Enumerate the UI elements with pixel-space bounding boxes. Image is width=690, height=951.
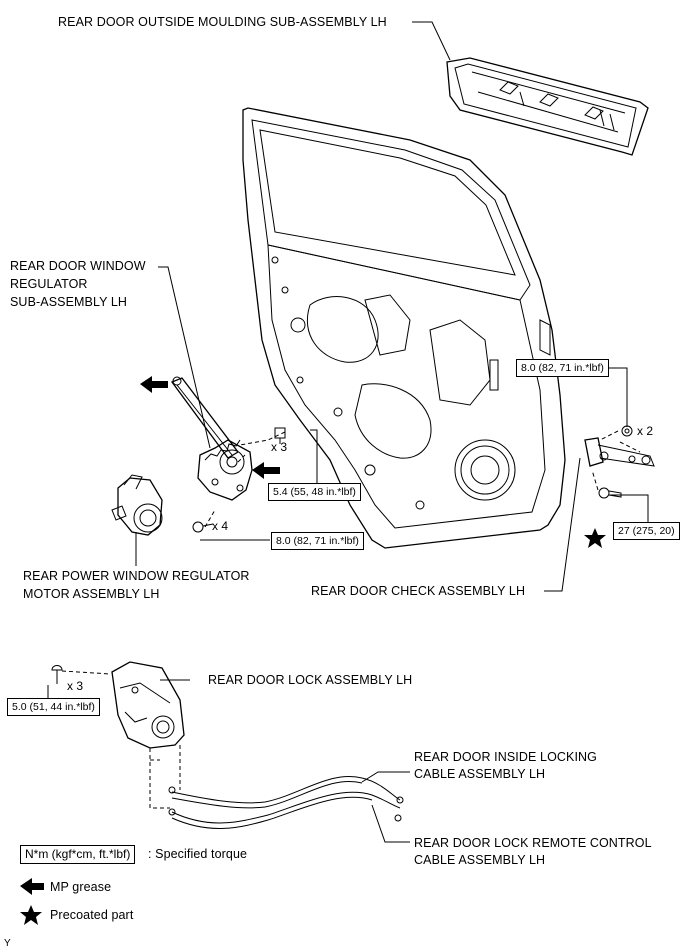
mp-grease-arrow-regulator (140, 376, 168, 393)
qty-motor-bolt: x 4 (212, 519, 229, 533)
qty-lock-screw: x 3 (67, 679, 84, 693)
precoated-star-icon (584, 528, 606, 548)
remote-cable-label-line2: CABLE ASSEMBLY LH (414, 853, 546, 867)
regulator-bolt (274, 427, 286, 444)
outside-moulding-part (446, 57, 649, 156)
door-check-label: REAR DOOR CHECK ASSEMBLY LH (311, 584, 526, 598)
legend-torque-box: N*m (kgf*cm, ft.*lbf) (20, 845, 136, 864)
precoated-legend-star-icon (20, 905, 42, 925)
door-lock-part (111, 661, 185, 749)
door-lock-label: REAR DOOR LOCK ASSEMBLY LH (208, 673, 413, 687)
torque-box-check-bolt: 27 (275, 20) (613, 522, 680, 540)
torque-box-motor-bolt: 8.0 (82, 71 in.*lbf) (271, 532, 364, 550)
window-motor-part (111, 474, 163, 536)
regulator-label-line3: SUB-ASSEMBLY LH (10, 295, 128, 309)
torque-box-lock-screw: 5.0 (51, 44 in.*lbf) (7, 698, 100, 716)
check-nut (621, 425, 633, 437)
mp-grease-arrow-regulator-gear (252, 462, 280, 479)
torque-box-check-nut: 8.0 (82, 71 in.*lbf) (516, 359, 609, 377)
regulator-label-line2: REGULATOR (10, 277, 88, 291)
qty-regulator-bolt: x 3 (271, 440, 288, 454)
motor-label-line1: REAR POWER WINDOW REGULATOR (23, 569, 250, 583)
remote-cable-label-line1: REAR DOOR LOCK REMOTE CONTROL (414, 836, 652, 850)
door-check-part (584, 437, 655, 467)
legend-precoat-text: Precoated part (50, 908, 134, 922)
lock-screw (51, 665, 63, 684)
regulator-label-line1: REAR DOOR WINDOW (10, 259, 146, 273)
motor-bolt (192, 521, 214, 533)
legend-grease-text: MP grease (50, 880, 112, 894)
locking-cable-label-line2: CABLE ASSEMBLY LH (414, 767, 546, 781)
outside-moulding-label: REAR DOOR OUTSIDE MOULDING SUB-ASSEMBLY … (58, 15, 387, 29)
mp-grease-legend-icon (20, 878, 44, 895)
torque-box-regulator-bolt: 5.4 (55, 48 in.*lbf) (268, 483, 361, 501)
cables (168, 776, 404, 829)
locking-cable-label-line1: REAR DOOR INSIDE LOCKING (414, 750, 597, 764)
corner-mark: Y (4, 938, 11, 949)
legend-torque-text: : Specified torque (148, 847, 248, 861)
motor-label-line2: MOTOR ASSEMBLY LH (23, 587, 160, 601)
check-bolt (598, 487, 622, 499)
rear-door-panel (242, 107, 566, 549)
window-regulator-part (170, 376, 253, 501)
qty-check-nut: x 2 (637, 424, 654, 438)
